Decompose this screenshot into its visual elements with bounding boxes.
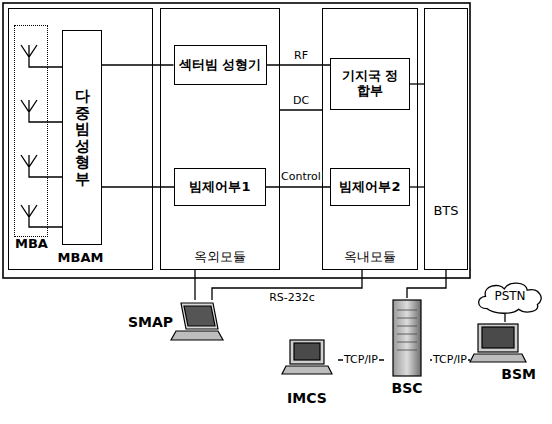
bts-box: BTS	[424, 8, 468, 270]
process-box: 빔제어부2	[330, 168, 410, 206]
connector-line	[266, 186, 330, 187]
connector-line	[280, 109, 322, 110]
connector-label: TCP/IP	[432, 354, 468, 366]
server-tower-icon	[393, 300, 421, 376]
vertical-label: 다중빔 성형부	[75, 88, 90, 187]
terminal-node: SMAP	[128, 300, 224, 345]
box-label: 옥외모듈	[194, 250, 246, 265]
antenna-array-box: MBA	[14, 25, 48, 237]
connector-label: DC	[292, 95, 310, 107]
server-node: BSC	[384, 298, 430, 396]
box-label: 기지국 정합부	[336, 69, 404, 99]
cloud-shape	[479, 283, 542, 313]
connector-line	[102, 64, 174, 65]
box-label: 빔제어부1	[189, 180, 250, 195]
connector-label: RS-232c	[268, 292, 316, 304]
process-box: 빔제어부1	[174, 168, 266, 206]
process-box: 섹터빔 성형기	[174, 45, 267, 85]
computer-icon	[282, 340, 332, 374]
terminal-node: BSM	[470, 322, 536, 382]
system-frame	[3, 3, 470, 278]
network-cloud: PSTN	[474, 280, 546, 314]
box-label: SMAP	[128, 314, 173, 330]
module-box: 옥외모듈 섹터빔 성형기빔제어부1	[160, 8, 280, 270]
connector-label: TCP/IP	[343, 354, 379, 366]
connector-label: Control	[280, 171, 322, 183]
module-box: MBAM MBA 다중빔 성형부	[8, 8, 153, 270]
box-label: BSM	[501, 366, 536, 382]
connector-line	[410, 83, 424, 84]
connector-line	[504, 314, 505, 322]
module-box: 옥내모듈 기지국 정합부빔제어부2	[322, 8, 418, 270]
terminal-node: IMCS	[276, 338, 338, 406]
connector-line	[194, 270, 195, 300]
beamformer-box: 다중빔 성형부	[62, 30, 102, 245]
box-label: BTS	[433, 204, 458, 219]
antenna-element	[21, 45, 62, 227]
box-label: 빔제어부2	[339, 180, 400, 195]
connector-line	[267, 64, 331, 65]
computer-icon	[470, 324, 526, 362]
box-label: 섹터빔 성형기	[179, 58, 262, 73]
connector-line	[410, 186, 424, 187]
box-label: IMCS	[287, 390, 327, 406]
connector-label: RF	[293, 50, 309, 62]
box-label: PSTN	[494, 290, 525, 304]
laptop-icon	[171, 303, 223, 340]
box-label: BSC	[391, 380, 422, 396]
box-label: 옥내모듈	[344, 250, 396, 265]
process-box: 기지국 정합부	[330, 58, 410, 110]
box-label: MBAM	[58, 251, 104, 266]
connector-line	[102, 186, 174, 187]
connector-line	[407, 270, 446, 298]
box-label: MBA	[15, 237, 48, 252]
